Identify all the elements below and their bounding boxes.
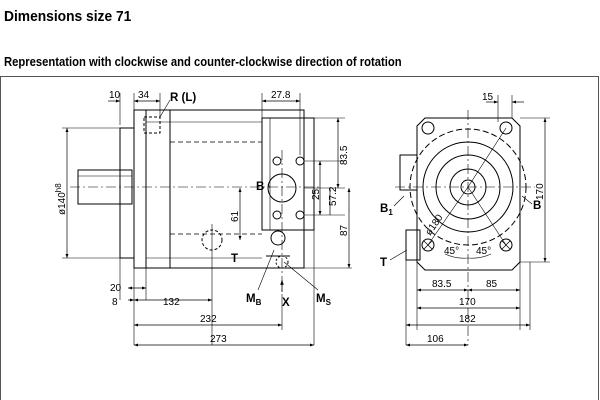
label-mb: MB: [246, 293, 262, 307]
drawing-frame: [0, 76, 599, 400]
dim-273: 273: [210, 334, 227, 345]
dim-shaft-diameter: ø140h8: [54, 183, 68, 215]
dim-dia-180: ø180: [423, 212, 445, 237]
dim-85: 85: [486, 279, 498, 290]
label-r-l: R (L): [170, 92, 196, 104]
page-title: Dimensions size 71: [4, 8, 132, 25]
port-block: [261, 117, 315, 231]
dim-8: 8: [112, 297, 118, 308]
label-t-front: T: [380, 257, 387, 269]
front-view: [389, 95, 550, 347]
dim-20: 20: [110, 283, 122, 294]
label-b-side: B: [256, 181, 264, 193]
dim-132: 132: [163, 297, 180, 308]
dim-83-5-front: 83.5: [432, 279, 452, 290]
dim-87: 87: [339, 224, 350, 236]
shaft: [77, 169, 133, 205]
label-x: X: [282, 297, 290, 309]
dim-170: 170: [459, 297, 476, 308]
port-r-l: [143, 116, 161, 134]
angle-45-left: 45°: [444, 246, 459, 257]
dim-232: 232: [200, 314, 217, 325]
dim-83-5: 83.5: [339, 145, 350, 165]
label-ms: MS: [316, 293, 332, 307]
motor-body: [133, 109, 305, 269]
dim-15: 15: [482, 92, 494, 103]
dim-57-2: 57.2: [328, 186, 339, 206]
label-b-front: B: [533, 200, 541, 212]
dim-182: 182: [459, 314, 476, 325]
angle-45-right: 45°: [476, 246, 491, 257]
dim-10: 10: [109, 90, 121, 101]
side-view: [62, 93, 352, 347]
page-subtitle: Representation with clockwise and counte…: [4, 55, 402, 69]
dim-170-vertical: 170: [535, 183, 546, 200]
dim-25: 25: [311, 188, 322, 200]
label-b1: B1: [380, 203, 393, 217]
dim-106: 106: [427, 334, 444, 345]
dim-34: 34: [138, 90, 150, 101]
dim-27-8: 27.8: [271, 90, 291, 101]
dim-61: 61: [230, 210, 241, 222]
label-t-side: T: [231, 253, 238, 265]
